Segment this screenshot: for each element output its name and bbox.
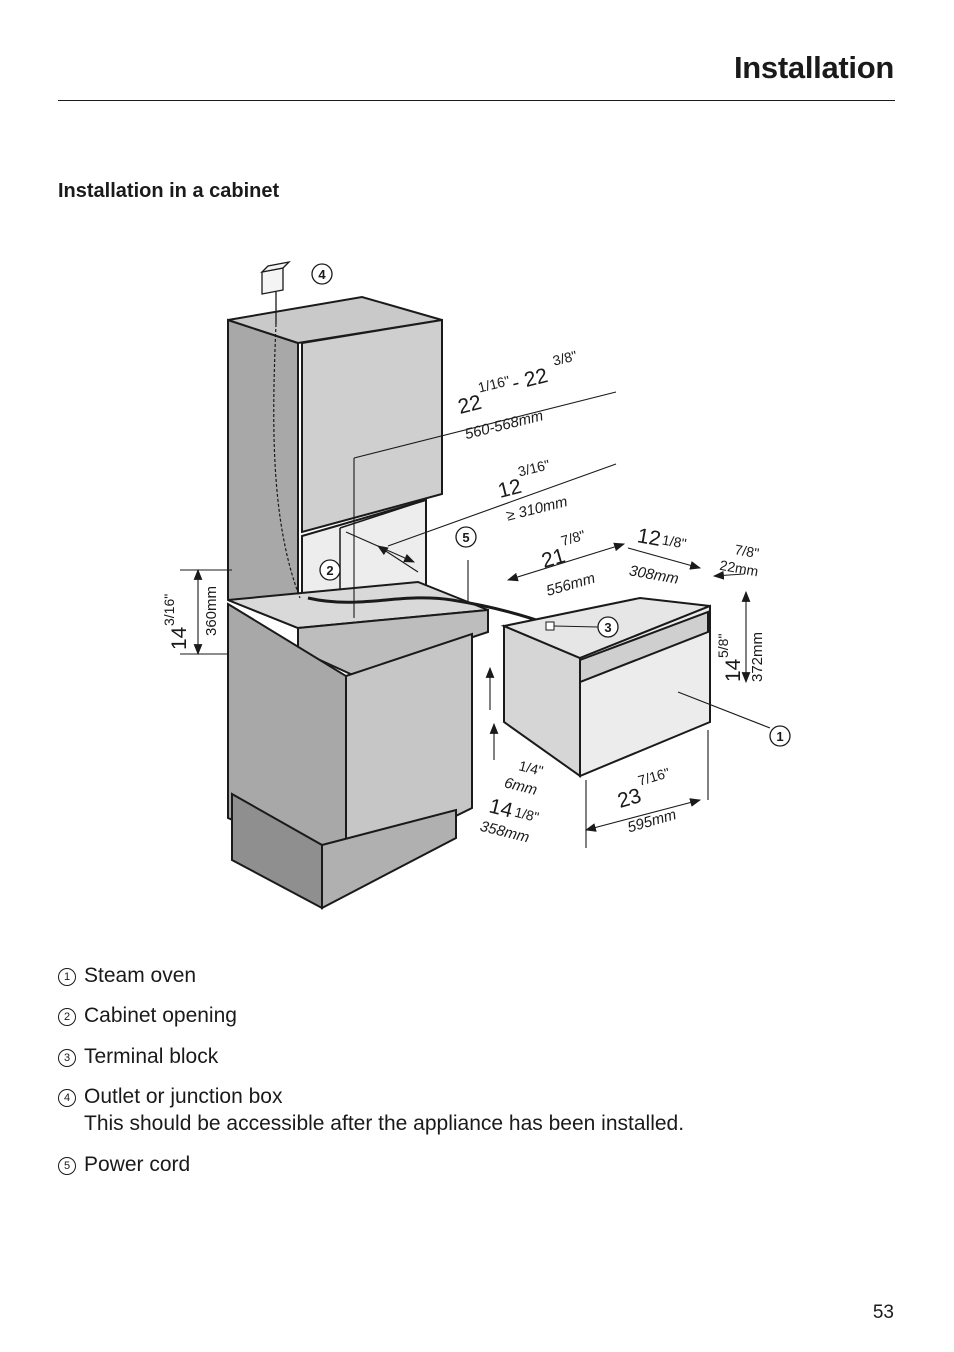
section-title: Installation in a cabinet bbox=[58, 180, 280, 202]
dim-front-width: 23 7/16" 595mm bbox=[615, 764, 679, 836]
svg-text:12: 12 bbox=[496, 475, 524, 503]
legend-label: Steam oven bbox=[84, 964, 197, 987]
page-number: 53 bbox=[872, 1302, 894, 1323]
legend-number: 2 bbox=[58, 1008, 76, 1026]
svg-text:1/8": 1/8" bbox=[513, 804, 541, 825]
dim-gap: 1/4" 6mm bbox=[502, 757, 545, 799]
legend-number: 4 bbox=[58, 1089, 76, 1107]
legend-item-cabinet-opening: 2 Cabinet opening bbox=[58, 1004, 237, 1028]
svg-text:3/16": 3/16" bbox=[516, 456, 551, 479]
svg-text:2: 2 bbox=[326, 563, 333, 578]
header-rule bbox=[58, 100, 895, 101]
svg-text:3/8": 3/8" bbox=[551, 347, 579, 368]
svg-text:22mm: 22mm bbox=[719, 557, 760, 580]
svg-text:5/8": 5/8" bbox=[715, 634, 731, 658]
dim-height: 14 5/8" 372mm bbox=[715, 632, 766, 682]
dim-niche-height-mm: 360mm bbox=[203, 586, 220, 636]
svg-text:12: 12 bbox=[635, 524, 662, 551]
legend-label: Power cord bbox=[84, 1153, 191, 1176]
dim-width: 21 7/8" 556mm bbox=[539, 527, 597, 600]
legend-label: Terminal block bbox=[84, 1045, 219, 1068]
svg-text:3: 3 bbox=[604, 620, 611, 635]
callout-1: 1 bbox=[769, 725, 791, 747]
svg-text:5: 5 bbox=[462, 530, 469, 545]
svg-text:1/4": 1/4" bbox=[517, 757, 545, 778]
junction-box bbox=[260, 260, 291, 324]
svg-text:7/8": 7/8" bbox=[733, 541, 760, 561]
legend-label: Cabinet opening bbox=[84, 1004, 237, 1027]
legend-item-junction-box: 4 Outlet or junction box bbox=[58, 1085, 282, 1109]
svg-text:360mm: 360mm bbox=[203, 586, 220, 636]
svg-text:308mm: 308mm bbox=[628, 562, 680, 587]
svg-text:358mm: 358mm bbox=[478, 818, 531, 847]
svg-text:1/8": 1/8" bbox=[661, 532, 688, 552]
callout-5: 5 bbox=[455, 526, 477, 548]
svg-text:1: 1 bbox=[776, 729, 783, 744]
svg-text:1/16": 1/16" bbox=[476, 372, 511, 395]
page-title: Installation bbox=[733, 50, 894, 85]
svg-text:22: 22 bbox=[456, 391, 484, 419]
svg-text:556mm: 556mm bbox=[544, 570, 597, 600]
legend-note: This should be accessible after the appl… bbox=[84, 1112, 685, 1135]
legend-number: 3 bbox=[58, 1049, 76, 1067]
svg-text:14: 14 bbox=[722, 658, 745, 682]
dim-niche-height: 14 3/16" bbox=[161, 594, 191, 650]
dim-body-height: 14 1/8" 358mm bbox=[478, 795, 541, 847]
legend-item-steam-oven: 1 Steam oven bbox=[58, 964, 196, 988]
svg-text:372mm: 372mm bbox=[749, 632, 766, 682]
svg-text:3/16": 3/16" bbox=[161, 594, 177, 626]
callout-2: 2 bbox=[319, 559, 341, 581]
svg-text:4: 4 bbox=[318, 267, 326, 282]
callout-3: 3 bbox=[553, 616, 619, 638]
svg-text:7/16": 7/16" bbox=[636, 764, 671, 788]
svg-text:14: 14 bbox=[168, 626, 191, 650]
installation-diagram: 4 2 5 3 1 22 1/16" - 22 3/8" 560-568mm 1… bbox=[161, 260, 791, 910]
legend-number: 5 bbox=[58, 1157, 76, 1175]
power-cord bbox=[307, 596, 549, 626]
svg-text:- 22: - 22 bbox=[510, 364, 551, 395]
legend-label: Outlet or junction box bbox=[84, 1085, 283, 1108]
tall-cabinet bbox=[227, 295, 489, 910]
callout-4: 4 bbox=[311, 263, 333, 285]
dim-depth-range: 22 1/16" - 22 3/8" 560-568mm bbox=[456, 347, 579, 443]
dim-min-depth: 12 3/16" ≥ 310mm bbox=[496, 456, 570, 524]
svg-text:6mm: 6mm bbox=[502, 774, 538, 799]
legend-item-terminal-block: 3 Terminal block bbox=[58, 1045, 218, 1069]
svg-text:14: 14 bbox=[487, 795, 516, 823]
power-cord-in-cabinet bbox=[273, 323, 301, 599]
svg-text:595mm: 595mm bbox=[626, 806, 679, 836]
legend-item-power-cord: 5 Power cord bbox=[58, 1153, 190, 1177]
dim-front: 7/8" 22mm bbox=[719, 541, 761, 580]
svg-text:7/8": 7/8" bbox=[559, 527, 587, 549]
steam-oven bbox=[500, 596, 711, 778]
legend-number: 1 bbox=[58, 968, 76, 986]
